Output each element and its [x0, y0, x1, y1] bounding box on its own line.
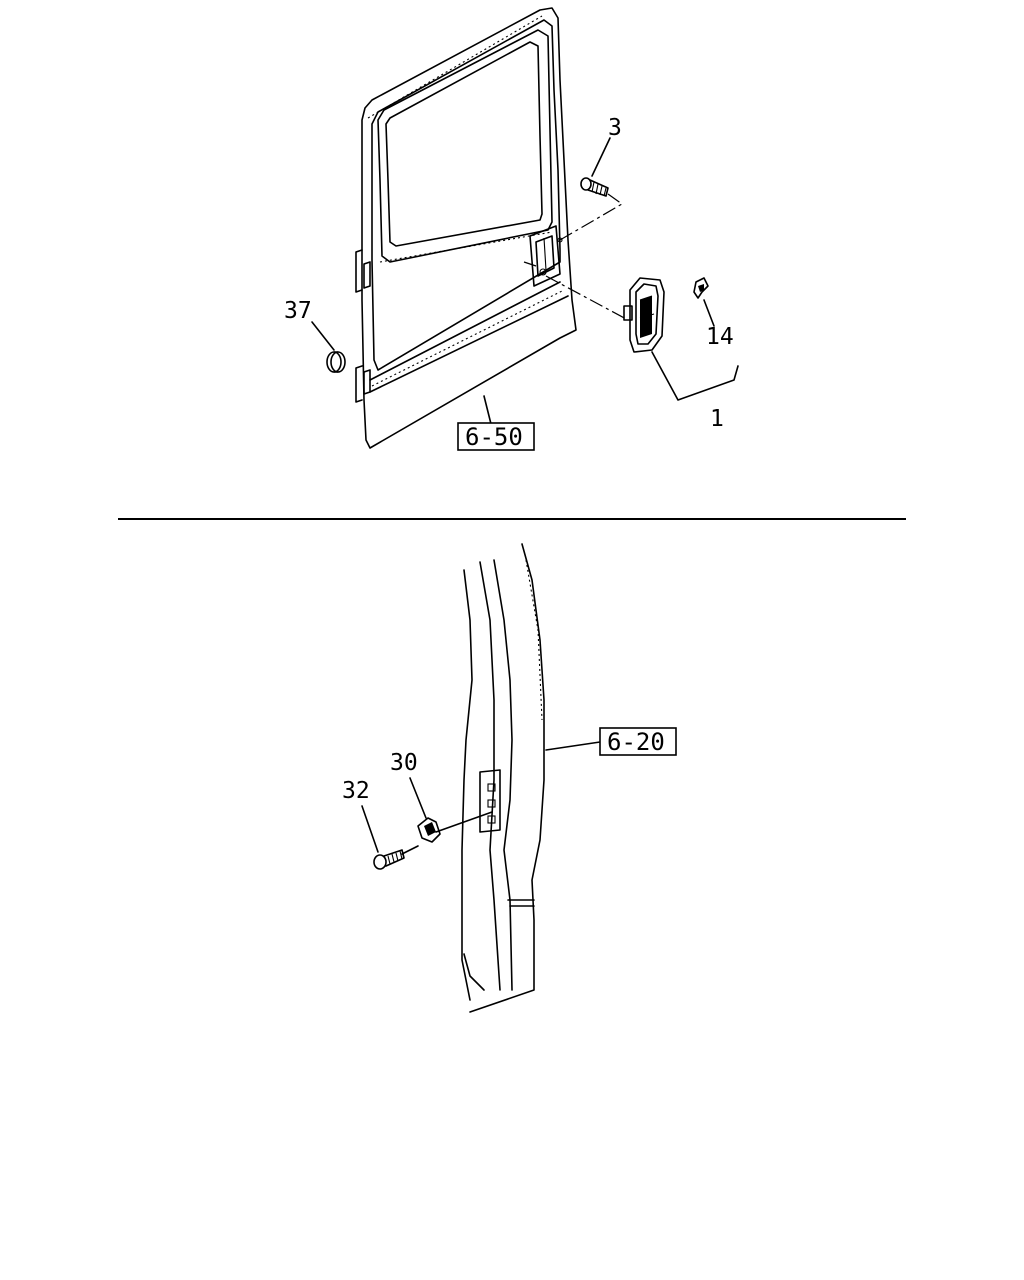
screw-centerline [559, 193, 624, 241]
door-hinge-centerline [523, 261, 537, 267]
door-handle-part [623, 277, 665, 353]
reference-box-6-20: 6-20 [599, 727, 677, 756]
upper-view: 3 14 1 37 6-50 [284, 7, 739, 451]
plug-part [326, 351, 346, 373]
leader-32 [361, 805, 379, 853]
leader-14 [703, 299, 715, 327]
callout-14: 14 [706, 324, 734, 350]
callout-1: 1 [710, 406, 724, 432]
leader-6-20 [545, 741, 601, 751]
bolt-part [373, 849, 405, 870]
leader-3 [591, 137, 611, 177]
reference-label-6-50: 6-50 [465, 423, 523, 451]
door-panel [355, 7, 577, 449]
callout-30: 30 [390, 750, 418, 776]
reference-box-6-50: 6-50 [457, 422, 535, 451]
leader-37 [311, 321, 335, 351]
screw-part [580, 177, 609, 197]
bolt-centerline [401, 845, 419, 855]
callout-32: 32 [342, 778, 370, 804]
body-pillar [461, 543, 545, 1013]
callout-37: 37 [284, 298, 312, 324]
callout-3: 3 [608, 115, 622, 141]
leader-1 [651, 351, 739, 401]
clip-part [693, 277, 709, 299]
leader-30 [409, 777, 427, 819]
handle-centerline [545, 275, 629, 321]
lower-view: 30 32 6-20 [342, 543, 677, 1013]
reference-label-6-20: 6-20 [607, 728, 665, 756]
striker-centerline [435, 811, 493, 833]
striker-part [417, 817, 441, 843]
